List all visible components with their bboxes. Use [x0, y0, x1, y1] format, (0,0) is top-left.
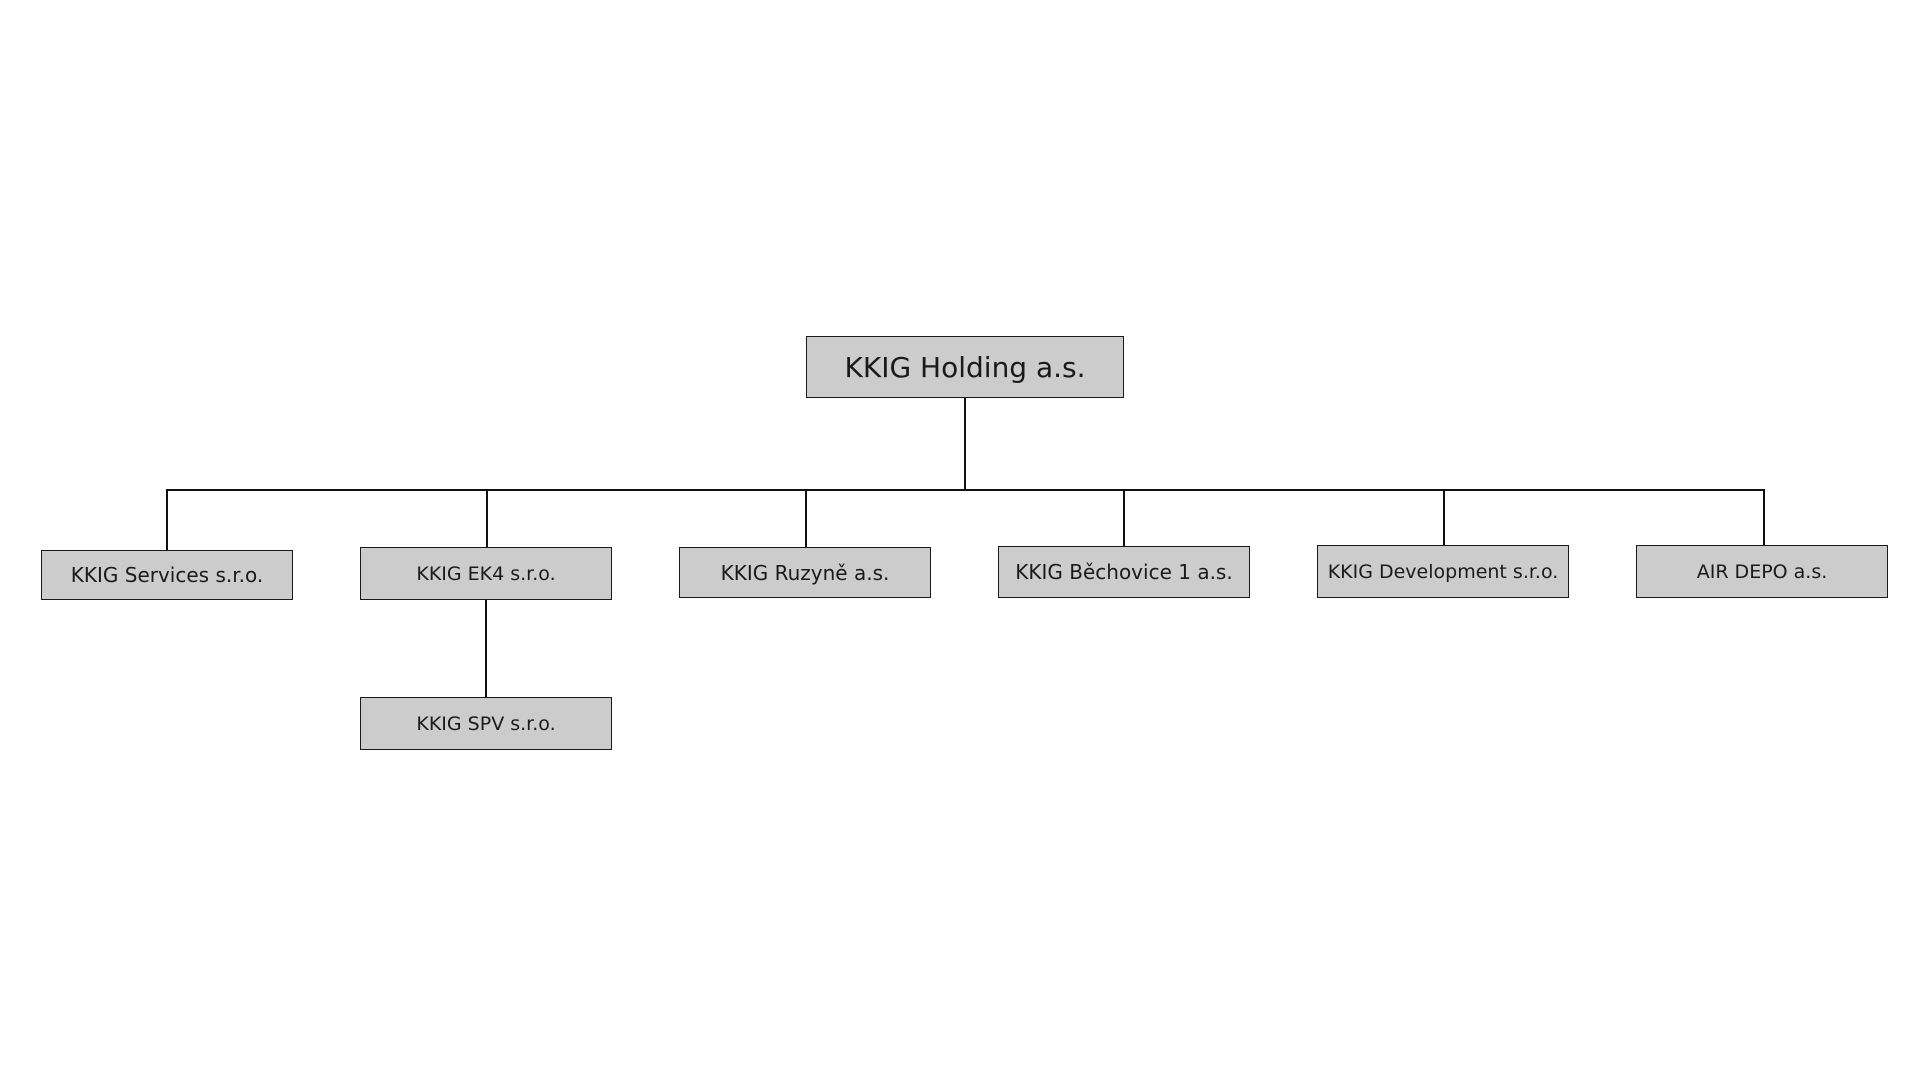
- connector-development: [1443, 489, 1445, 546]
- connector-ek4: [486, 489, 488, 548]
- node-ruzyne-label: KKIG Ruzyně a.s.: [720, 560, 890, 585]
- node-services-label: KKIG Services s.r.o.: [70, 563, 264, 587]
- node-root-label: KKIG Holding a.s.: [844, 350, 1086, 384]
- node-root: KKIG Holding a.s.: [806, 336, 1124, 398]
- connector-air-depo: [1763, 489, 1765, 546]
- connector-ek4-to-spv: [485, 599, 487, 698]
- node-development: KKIG Development s.r.o.: [1317, 545, 1569, 598]
- connector-services: [166, 489, 168, 550]
- node-spv: KKIG SPV s.r.o.: [360, 697, 612, 750]
- node-ek4: KKIG EK4 s.r.o.: [360, 547, 612, 600]
- node-bechovice-label: KKIG Běchovice 1 a.s.: [1015, 560, 1233, 584]
- node-services: KKIG Services s.r.o.: [41, 550, 293, 600]
- connector-bechovice: [1123, 489, 1125, 548]
- node-development-label: KKIG Development s.r.o.: [1327, 560, 1559, 583]
- node-bechovice: KKIG Běchovice 1 a.s.: [998, 546, 1250, 598]
- node-spv-label: KKIG SPV s.r.o.: [416, 712, 556, 735]
- connector-root-down: [964, 397, 966, 490]
- node-ruzyne: KKIG Ruzyně a.s.: [679, 547, 931, 598]
- connector-horizontal-bus: [166, 489, 1765, 491]
- node-air-depo: AIR DEPO a.s.: [1636, 545, 1888, 598]
- node-air-depo-label: AIR DEPO a.s.: [1696, 560, 1828, 583]
- node-ek4-label: KKIG EK4 s.r.o.: [416, 562, 556, 585]
- connector-ruzyne: [805, 489, 807, 548]
